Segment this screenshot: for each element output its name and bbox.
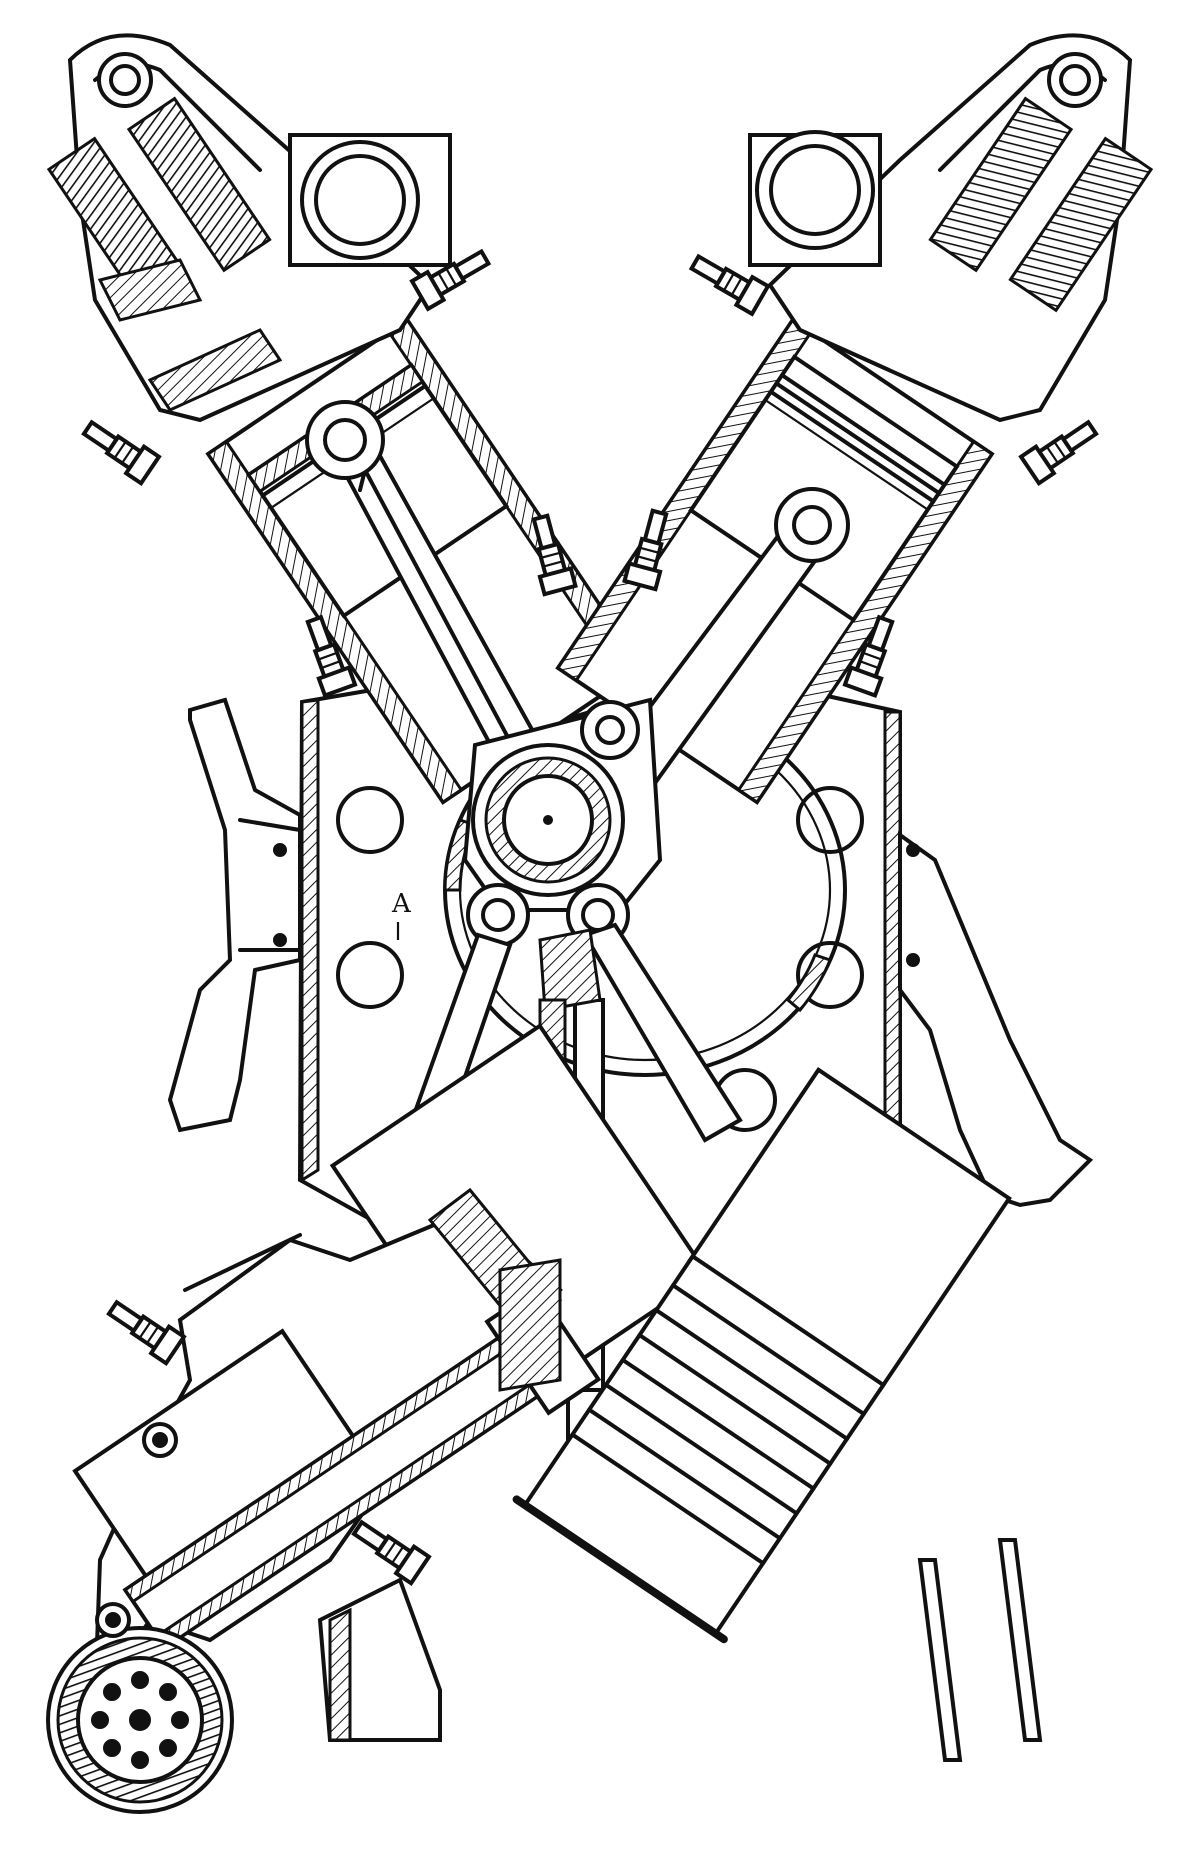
lower-right-cylinder <box>512 1067 1043 1762</box>
link-pin <box>580 700 640 760</box>
intake-manifold <box>748 130 882 267</box>
crankcase-bolt-hole <box>336 786 404 854</box>
upper-right-connecting-rod <box>607 487 850 793</box>
marker-label: A <box>391 889 412 919</box>
spark-plug <box>101 1292 186 1366</box>
right-mount-bracket <box>898 831 1094 1208</box>
spark-plug <box>76 412 161 486</box>
left-mount-bracket <box>167 697 302 1133</box>
valve-spring <box>1008 136 1154 313</box>
crankcase-bolt-hole <box>336 941 404 1009</box>
bevel-gear <box>538 928 602 1012</box>
spark-plug <box>346 1512 431 1586</box>
wrist-pin <box>305 400 385 480</box>
camshaft <box>1047 52 1103 108</box>
wrist-pin <box>774 487 850 563</box>
valve-spring <box>928 96 1074 273</box>
crank-assembly <box>462 697 663 947</box>
lower-left-cylinder <box>46 1023 711 1814</box>
lower-right-link-rod <box>582 922 743 1143</box>
intake-manifold <box>288 133 452 267</box>
bevel-gear-large <box>46 1626 234 1814</box>
pushrod <box>917 1558 963 1762</box>
camshaft <box>97 52 153 108</box>
valve-spring <box>126 96 272 273</box>
pushrod <box>997 1538 1043 1742</box>
spark-plug <box>1019 412 1104 486</box>
